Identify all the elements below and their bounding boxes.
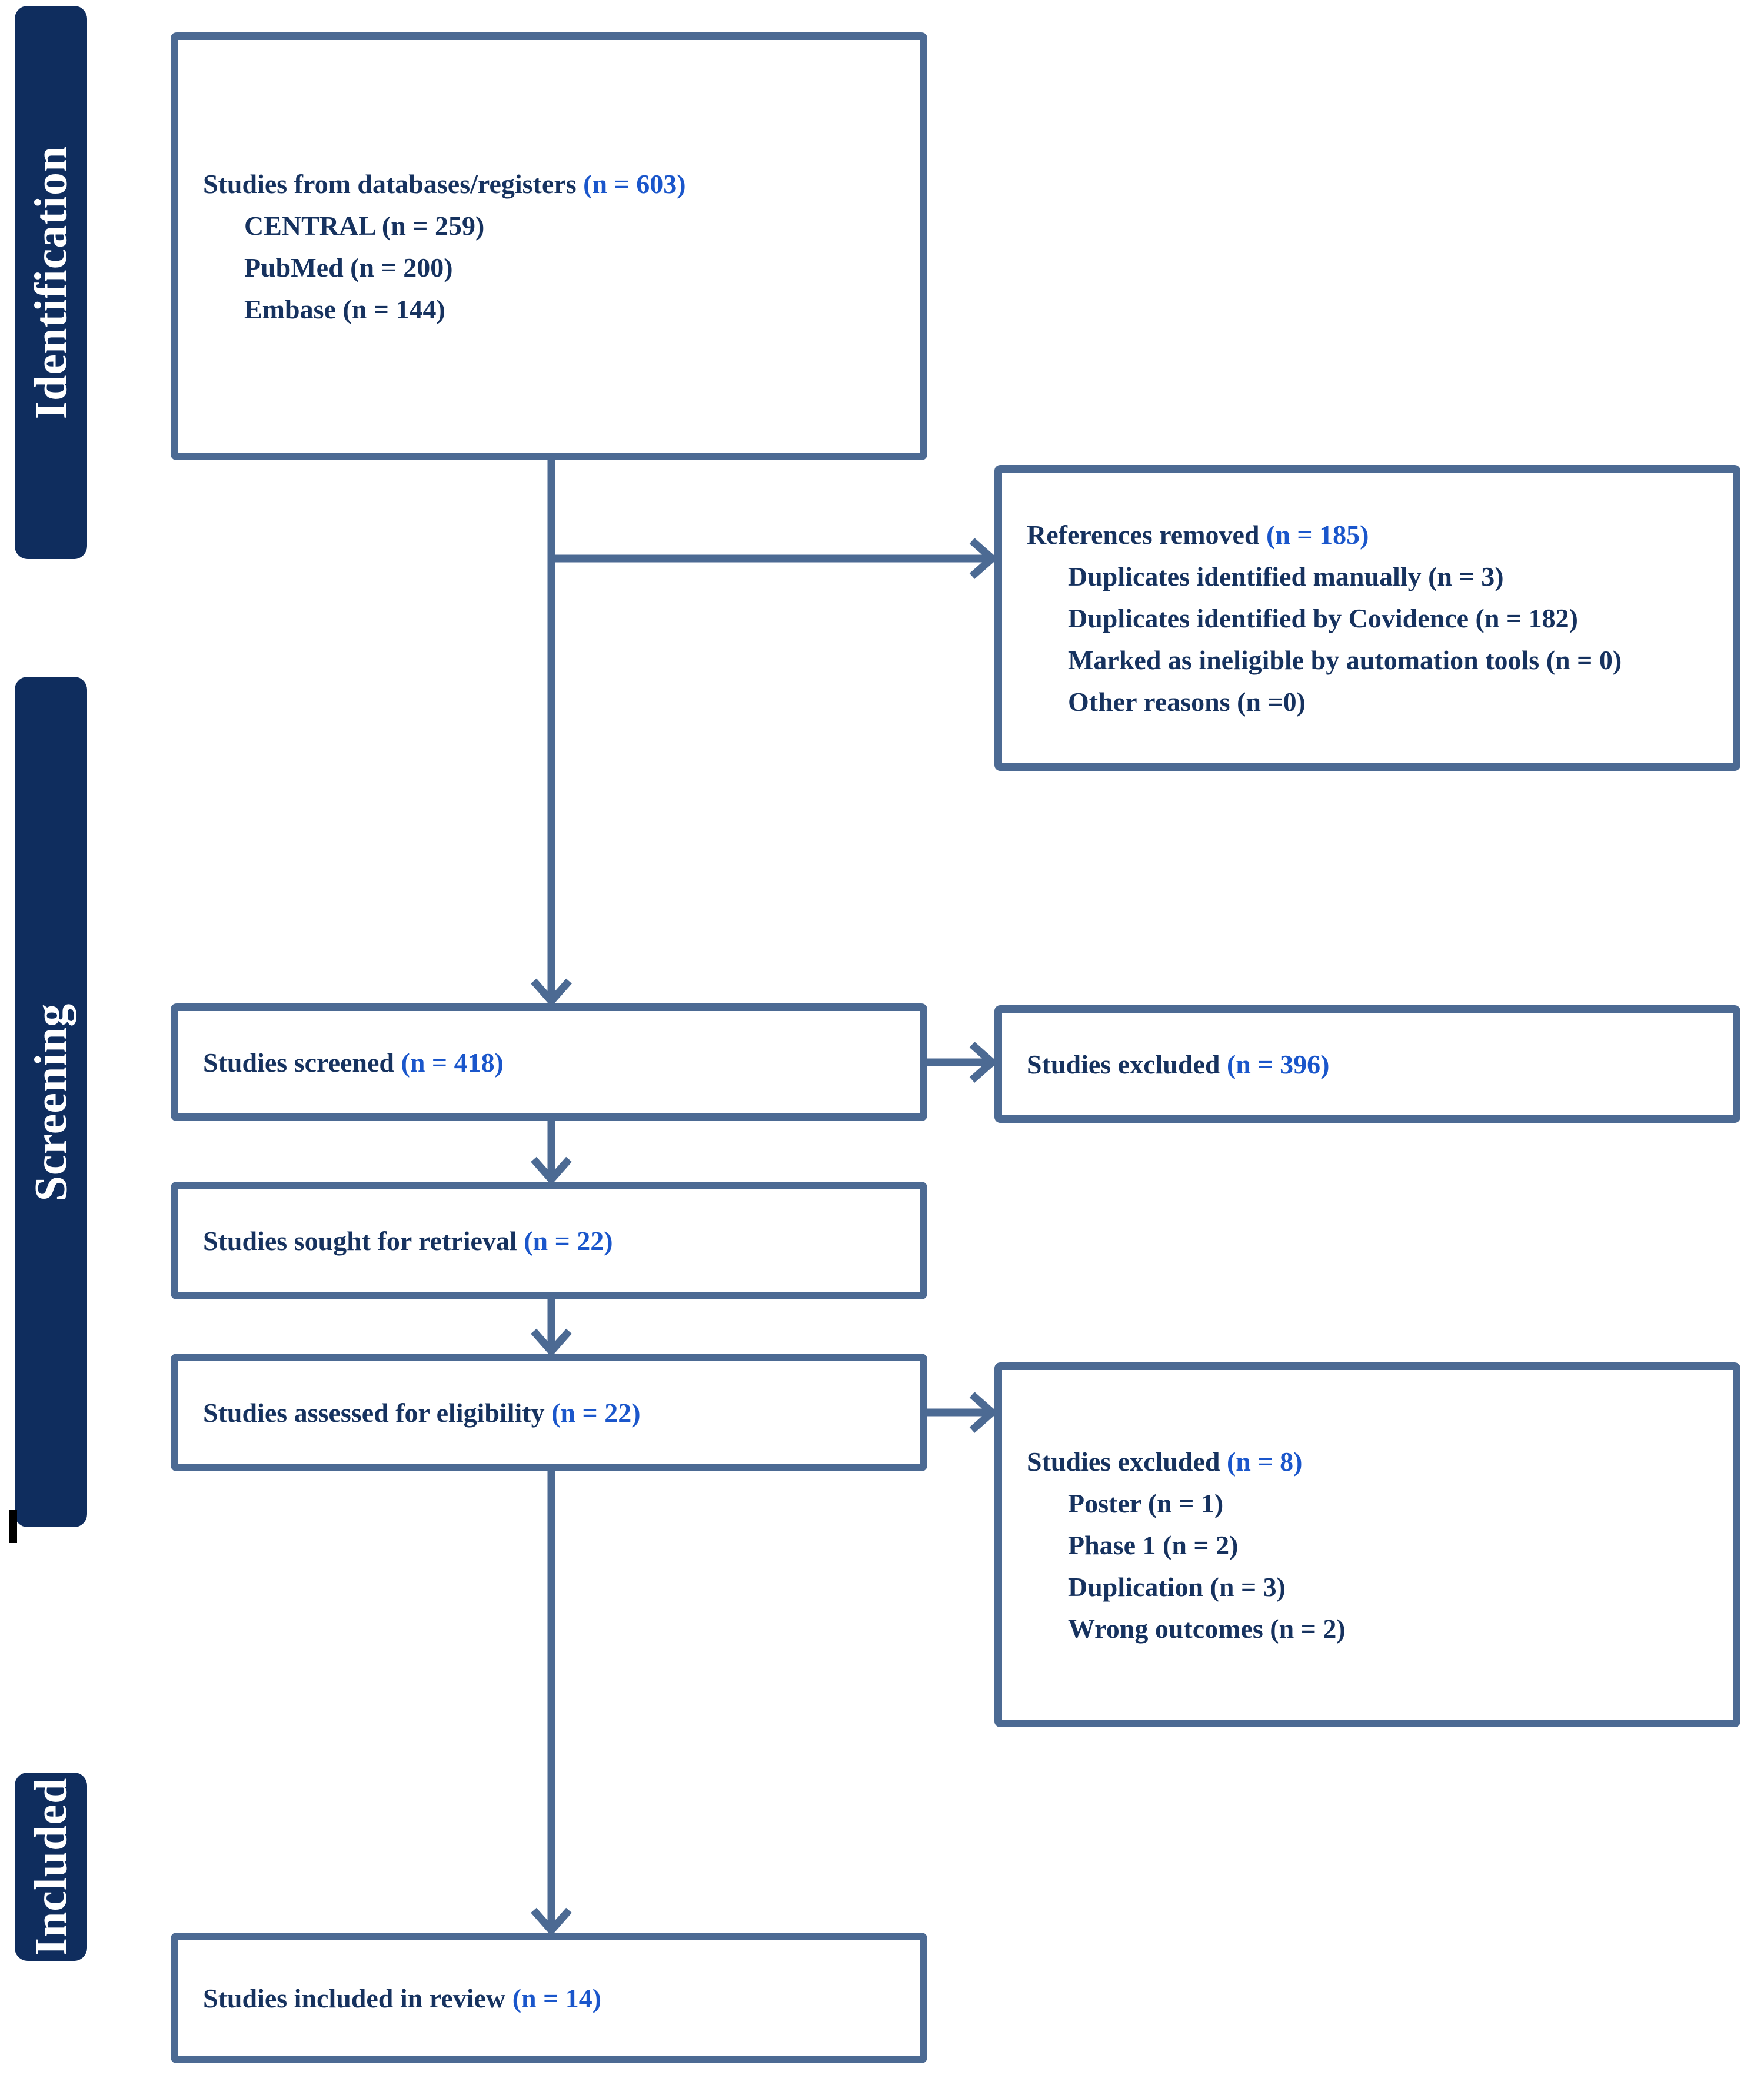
box-studies-included-in-review: Studies included in review(n = 14) (171, 1933, 927, 2063)
list-item: Duplication (n = 3) (1068, 1571, 1286, 1602)
box-references-removed: References removed(n = 185) Duplicates i… (994, 465, 1740, 771)
list-item: Other reasons (n =0) (1068, 686, 1306, 717)
box-title: Studies sought for retrieval(n = 22) (178, 1220, 920, 1262)
box-title: Studies excluded(n = 8) (1002, 1441, 1733, 1482)
stage-label-identification: Identification (25, 145, 76, 420)
count-badge: (n = 185) (1266, 519, 1369, 550)
arrowhead-down-screened (531, 978, 572, 1007)
list-item: Duplicates identified manually (n = 3) (1068, 561, 1504, 591)
stage-label-included: Included (25, 1777, 76, 1956)
count-badge: (n = 22) (551, 1397, 641, 1428)
box-studies-assessed-for-eligibility: Studies assessed for eligibility(n = 22) (171, 1354, 927, 1471)
box-title-text: Studies from databases/registers (203, 168, 577, 199)
list-item: Wrong outcomes (n = 2) (1068, 1613, 1346, 1644)
stage-bar-screening: Screening (15, 677, 87, 1527)
list-item: Marked as ineligible by automation tools… (1068, 644, 1622, 675)
box-title: Studies screened(n = 418) (178, 1042, 920, 1083)
box-studies-from-databases: Studies from databases/registers(n = 603… (171, 32, 927, 460)
list-item: Embase (n = 144) (244, 294, 445, 324)
box-title: Studies included in review(n = 14) (178, 1977, 920, 2019)
stage-bar-identification: Identification (15, 6, 87, 559)
box-studies-excluded-screening: Studies excluded(n = 396) (994, 1005, 1740, 1123)
box-title-text: Studies sought for retrieval (203, 1225, 517, 1256)
arrowhead-right-excluded-screening (969, 1042, 998, 1083)
list-item: Poster (n = 1) (1068, 1488, 1224, 1518)
count-badge: (n = 14) (512, 1983, 602, 2013)
list-item: CENTRAL (n = 259) (244, 210, 485, 241)
box-title: References removed(n = 185) (1002, 514, 1733, 556)
count-badge: (n = 418) (401, 1047, 504, 1078)
box-title-text: Studies excluded (1027, 1446, 1220, 1477)
box-studies-excluded-eligibility: Studies excluded(n = 8) Poster (n = 1) P… (994, 1362, 1740, 1727)
list-item: Phase 1 (n = 2) (1068, 1530, 1239, 1560)
box-studies-sought-for-retrieval: Studies sought for retrieval(n = 22) (171, 1182, 927, 1299)
box-title-text: Studies screened (203, 1047, 394, 1078)
list-item: Duplicates identified by Covidence (n = … (1068, 603, 1578, 633)
count-badge: (n = 22) (524, 1225, 613, 1256)
box-title-text: Studies excluded (1027, 1049, 1220, 1079)
list-item: PubMed (n = 200) (244, 252, 453, 282)
stray-mark (9, 1510, 17, 1543)
arrowhead-right-excluded-eligibility (969, 1392, 998, 1433)
arrowhead-down-sought (531, 1156, 572, 1185)
count-badge: (n = 603) (583, 168, 686, 199)
arrowhead-right-references-removed (969, 538, 998, 579)
box-title-text: Studies assessed for eligibility (203, 1397, 545, 1428)
box-title: Studies assessed for eligibility(n = 22) (178, 1392, 920, 1434)
stage-label-screening: Screening (25, 1003, 76, 1201)
box-title-text: References removed (1027, 519, 1260, 550)
box-studies-screened: Studies screened(n = 418) (171, 1003, 927, 1121)
box-title: Studies from databases/registers(n = 603… (178, 163, 920, 205)
box-title: Studies excluded(n = 396) (1002, 1043, 1733, 1085)
arrowhead-down-included (531, 1907, 572, 1936)
count-badge: (n = 396) (1226, 1049, 1330, 1079)
count-badge: (n = 8) (1226, 1446, 1303, 1477)
arrowhead-down-assessed (531, 1328, 572, 1357)
box-title-text: Studies included in review (203, 1983, 506, 2013)
stage-bar-included: Included (15, 1773, 87, 1961)
